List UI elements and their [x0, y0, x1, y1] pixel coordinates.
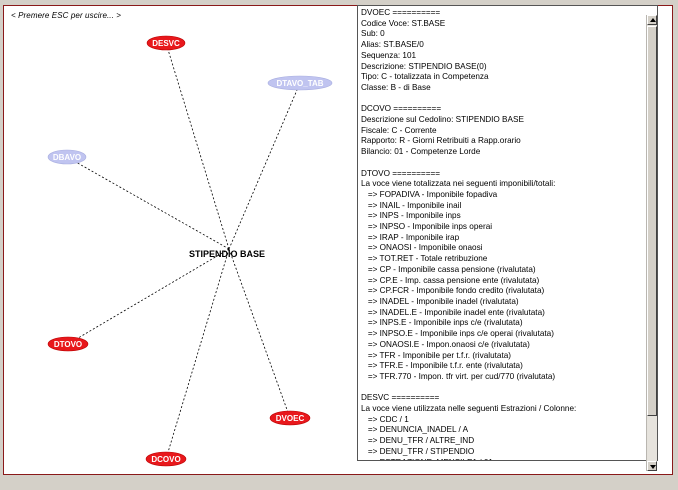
- details-line: DCOVO ==========: [361, 104, 442, 114]
- edge-dcovo: [165, 248, 230, 460]
- node-desvc[interactable]: DESVC: [146, 35, 186, 51]
- arrow-down-icon: [650, 465, 656, 469]
- details-line: Fiscale: C - Corrente: [361, 125, 437, 135]
- node-dtovo[interactable]: DTOVO: [47, 336, 89, 352]
- details-line: [361, 383, 646, 394]
- scroll-thumb[interactable]: [647, 26, 657, 416]
- arrow-up-icon: [650, 18, 656, 22]
- details-line: => IRAP - Imponibile irap: [361, 232, 460, 242]
- details-line: => CDC / 1: [361, 414, 409, 424]
- details-line: DESVC ==========: [361, 393, 440, 403]
- scroll-up-button[interactable]: [647, 15, 657, 25]
- details-line: => CP.E - Imp. cassa pensione ente (riva…: [361, 275, 540, 285]
- edge-dtovo: [67, 248, 230, 345]
- details-line: => TFR.E - Imponibile t.f.r. ente (rival…: [361, 361, 523, 371]
- details-line: => TFR.770 - Impon. tfr virt. per cud/77…: [361, 371, 556, 381]
- center-node-label: STIPENDIO BASE: [189, 249, 266, 259]
- details-line: => ESTRAZIONE_MENSILE1 / 01: [361, 458, 646, 460]
- details-line: Sequenza: 101: [361, 50, 417, 60]
- details-line: => DENU_TFR / ALTRE_IND: [361, 436, 475, 446]
- details-line: [361, 158, 646, 169]
- edge-desvc: [165, 42, 230, 250]
- details-line: => CP - Imponibile cassa pensione (rival…: [361, 264, 536, 274]
- relation-graph: DESVC DTAVO_TAB DBAVO DTOVO DVOEC DCOVO: [47, 35, 333, 467]
- details-line: Alias: ST.BASE/0: [361, 40, 424, 50]
- details-line: => TFR - Imponibile per t.f.r. (rivaluta…: [361, 350, 512, 360]
- details-line: => DENU_TFR / STIPENDIO: [361, 446, 475, 456]
- svg-text:DBAVO: DBAVO: [53, 153, 81, 162]
- edge-dbavo: [66, 156, 230, 250]
- details-line: La voce viene totalizzata nei seguenti i…: [361, 179, 556, 189]
- details-scrollbar[interactable]: [646, 15, 657, 471]
- exit-hint: < Premere ESC per uscire... >: [11, 11, 122, 20]
- details-line: La voce viene utilizzata nelle seguenti …: [361, 404, 577, 414]
- node-dvoec[interactable]: DVOEC: [269, 410, 311, 426]
- scroll-down-button[interactable]: [647, 461, 657, 471]
- svg-text:DCOVO: DCOVO: [151, 455, 180, 464]
- details-line: => ONAOSI - Imponibile onaosi: [361, 243, 483, 253]
- node-dcovo[interactable]: DCOVO: [145, 451, 187, 467]
- details-line: => CP.FCR - Imponibile fondo credito (ri…: [361, 286, 545, 296]
- details-line: => INPSO - Imponibile inps operai: [361, 222, 493, 232]
- node-dtavo-tab[interactable]: DTAVO_TAB: [267, 75, 333, 91]
- details-line: Sub: 0: [361, 29, 385, 39]
- details-line: => FOPADIVA - Imponibile fopadiva: [361, 189, 498, 199]
- edge-dtavo: [228, 82, 301, 250]
- svg-text:DTOVO: DTOVO: [54, 340, 82, 349]
- details-line: => INPS.E - Imponibile inps c/e (rivalut…: [361, 318, 523, 328]
- node-dbavo[interactable]: DBAVO: [47, 149, 87, 165]
- details-line: => INADEL - Imponibile inadel (rivalutat…: [361, 296, 519, 306]
- details-line: => INAIL - Imponibile inail: [361, 200, 462, 210]
- details-line: Codice Voce: ST.BASE: [361, 18, 446, 28]
- details-line: => DENUNCIA_INADEL / A: [361, 425, 469, 435]
- details-line: => INPS - Imponibile inps: [361, 211, 461, 221]
- details-line: Bilancio: 01 - Competenze Lorde: [361, 147, 481, 157]
- details-line: DVOEC ==========: [361, 8, 441, 17]
- details-line: DTOVO ==========: [361, 168, 441, 178]
- details-line: => ONAOSI.E - Impon.onaosi c/e (rivaluta…: [361, 339, 530, 349]
- details-line: Rapporto: R - Giorni Retribuiti a Rapp.o…: [361, 136, 521, 146]
- details-line: Descrizione: STIPENDIO BASE(0): [361, 61, 487, 71]
- svg-text:DVOEC: DVOEC: [276, 414, 305, 423]
- details-line: Tipo: C - totalizzata in Competenza: [361, 72, 489, 82]
- details-line: Classe: B - di Base: [361, 82, 431, 92]
- svg-text:DESVC: DESVC: [152, 39, 180, 48]
- edge-dvoec: [228, 248, 291, 419]
- details-line: => INPSO.E - Imponibile inps c/e operai …: [361, 329, 554, 339]
- details-line: => TOT.RET - Totale retribuzione: [361, 254, 488, 264]
- svg-text:DTAVO_TAB: DTAVO_TAB: [276, 79, 323, 88]
- details-line: => INADEL.E - Imponibile inadel ente (ri…: [361, 307, 545, 317]
- details-line: Descrizione sul Cedolino: STIPENDIO BASE: [361, 115, 524, 125]
- details-line: [361, 94, 646, 105]
